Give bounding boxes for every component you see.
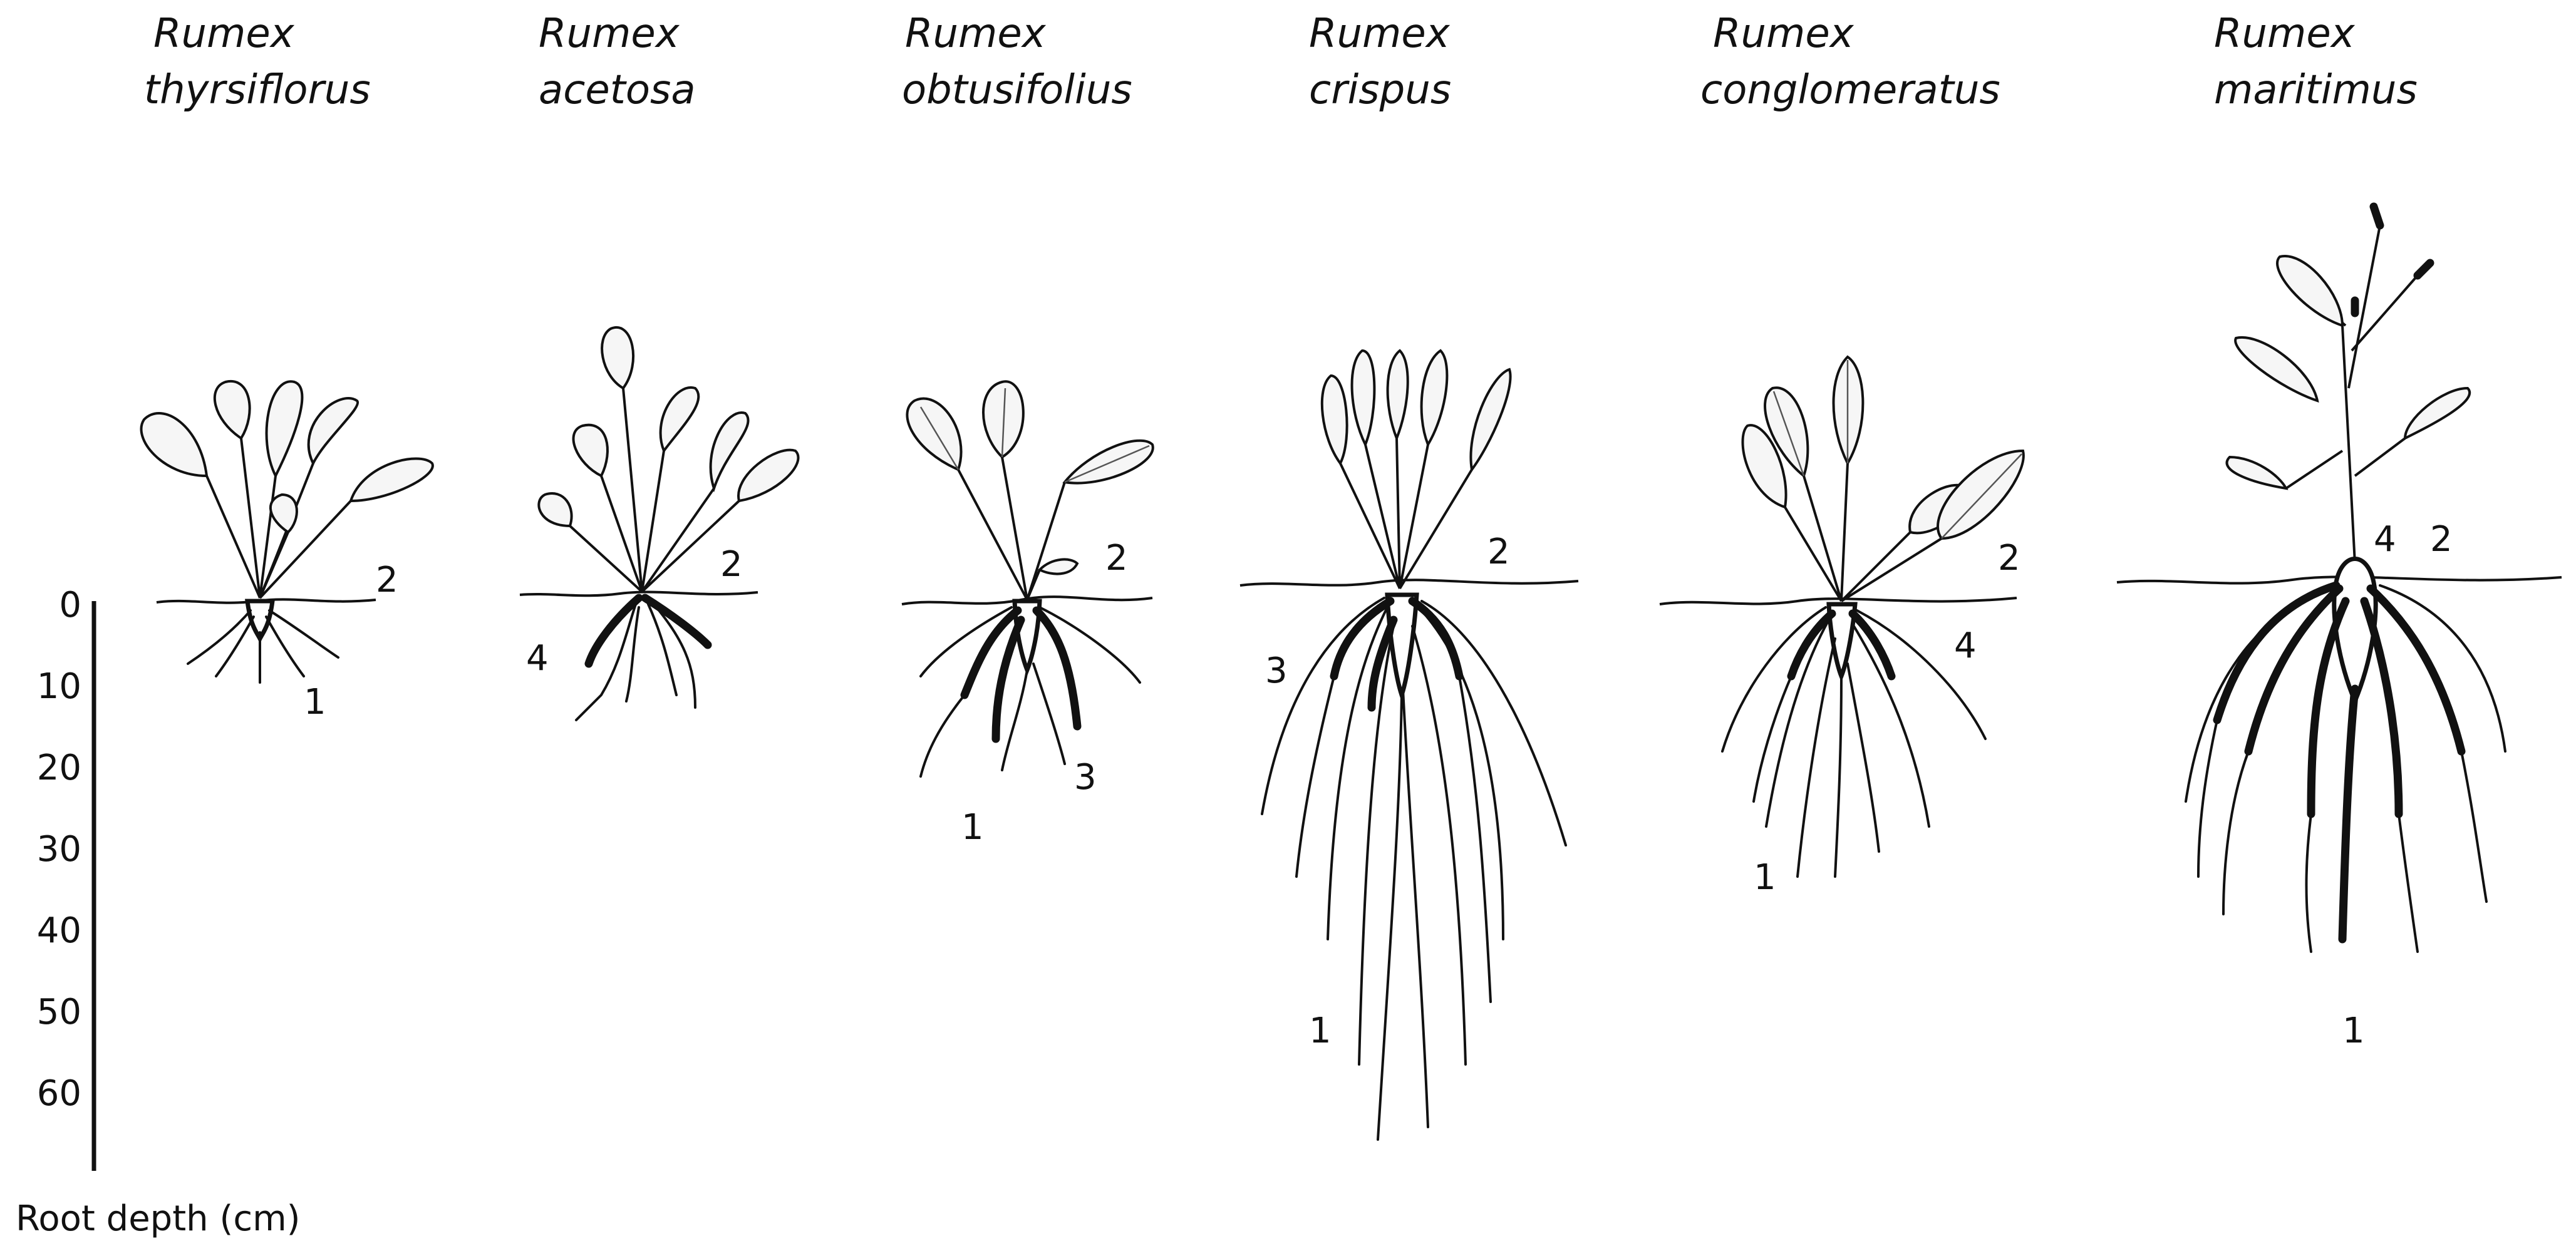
species-name-crispus: Rumex crispus (1309, 11, 1451, 113)
leaf (1352, 351, 1375, 445)
plant-maritimus: 4 2 1 (2117, 207, 2562, 1051)
depth-axis-title: Root depth (cm) (16, 1198, 301, 1239)
leaf (1322, 376, 1347, 463)
leaf (1422, 351, 1447, 445)
leaf (309, 398, 358, 463)
plant-obtusifolius: 2 3 1 (902, 381, 1153, 848)
leaf (539, 493, 571, 526)
leaf (351, 459, 433, 502)
svg-text:maritimus: maritimus (2214, 67, 2418, 113)
svg-text:acetosa: acetosa (539, 67, 696, 113)
taproot (1387, 595, 1417, 695)
leaf (738, 450, 798, 501)
leaf (142, 413, 207, 476)
label-2: 2 (1998, 538, 2020, 579)
svg-text:conglomeratus: conglomeratus (1700, 67, 2000, 113)
leaf (602, 327, 633, 388)
label-1: 1 (961, 807, 984, 848)
plant-thyrsiflorus: 2 1 (142, 381, 433, 723)
species-name-thyrsiflorus: Rumex thyrsiflorus (144, 11, 371, 113)
label-4: 4 (2374, 519, 2396, 560)
label-2: 2 (720, 544, 743, 585)
depth-tick: 50 (37, 992, 81, 1032)
leaf (2227, 457, 2286, 488)
svg-text:obtusifolius: obtusifolius (902, 67, 1132, 113)
svg-text:crispus: crispus (1309, 67, 1451, 113)
label-1: 1 (2342, 1011, 2365, 1051)
label-1: 1 (1754, 857, 1776, 898)
depth-tick: 0 (59, 585, 81, 626)
label-3: 3 (1265, 651, 1288, 691)
species-name-acetosa: Rumex acetosa (539, 11, 696, 113)
svg-text:Rumex: Rumex (153, 11, 295, 57)
depth-tick: 10 (37, 666, 81, 707)
leaf (574, 425, 608, 476)
leaf (267, 381, 303, 476)
label-1: 1 (304, 682, 326, 723)
svg-text:thyrsiflorus: thyrsiflorus (144, 67, 371, 113)
leaf (1040, 559, 1077, 574)
species-name-obtusifolius: Rumex obtusifolius (902, 11, 1132, 113)
svg-text:Rumex: Rumex (1309, 11, 1451, 57)
label-1: 1 (1309, 1011, 1332, 1051)
svg-text:Rumex: Rumex (905, 11, 1047, 57)
leaf (661, 388, 699, 451)
plant-acetosa: 2 4 (520, 327, 798, 720)
leaf (2405, 388, 2470, 438)
leaf (2277, 256, 2342, 326)
depth-axis: 0 10 20 30 40 50 60 Root depth (cm) (16, 585, 301, 1239)
leaf (1471, 369, 1510, 470)
label-4: 4 (526, 638, 549, 679)
depth-tick: 20 (37, 748, 81, 788)
species-name-maritimus: Rumex maritimus (2214, 11, 2418, 113)
label-2: 2 (2430, 519, 2453, 560)
label-3: 3 (1074, 757, 1097, 798)
leaf (215, 381, 250, 438)
depth-tick: 40 (37, 910, 81, 951)
soil-line (1240, 580, 1578, 585)
label-2: 2 (1487, 532, 1510, 572)
leaf (1388, 351, 1408, 438)
depth-tick: 30 (37, 829, 81, 870)
plant-crispus: 2 3 1 (1240, 351, 1578, 1140)
leaf (1938, 451, 2024, 538)
svg-text:Rumex: Rumex (1713, 11, 1854, 57)
species-name-conglomeratus: Rumex conglomeratus (1700, 11, 2000, 113)
svg-text:Rumex: Rumex (2214, 11, 2356, 57)
label-4: 4 (1954, 626, 1977, 666)
label-2: 2 (376, 560, 398, 600)
leaf (711, 413, 748, 488)
svg-text:Rumex: Rumex (539, 11, 680, 57)
leaf (271, 495, 297, 532)
label-2: 2 (1105, 538, 1128, 579)
plant-conglomeratus: 2 4 1 (1660, 357, 2024, 898)
leaf (907, 399, 961, 470)
depth-tick: 60 (37, 1073, 81, 1114)
leaf (2235, 337, 2317, 401)
